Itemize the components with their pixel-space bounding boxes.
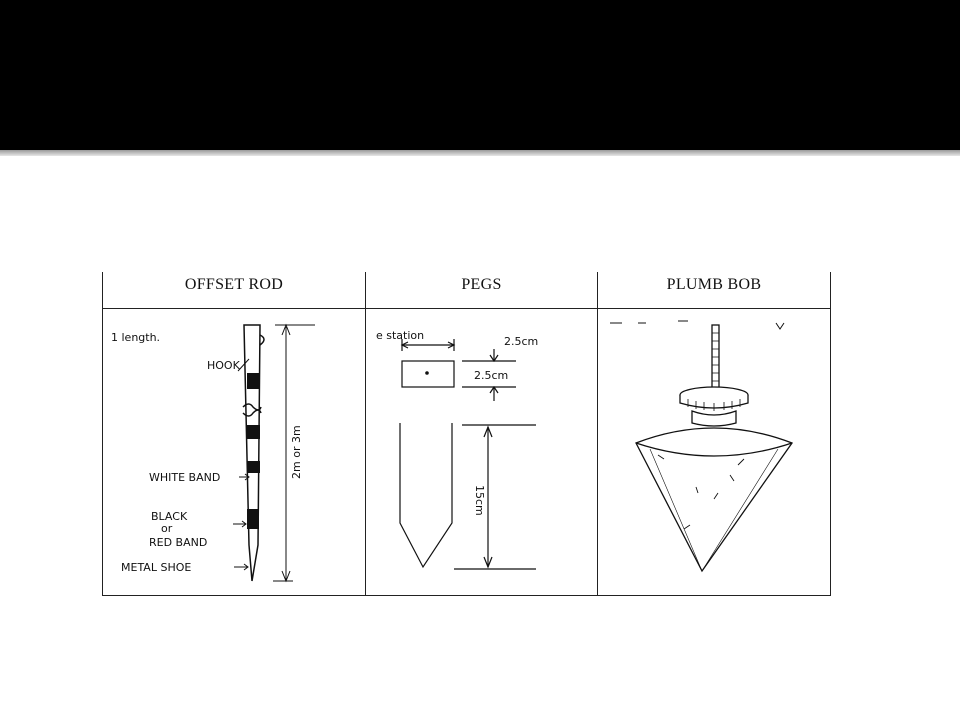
rod-body — [242, 324, 265, 582]
plumb-bob-sketch — [610, 320, 794, 573]
pegs-header: PEGS — [461, 276, 502, 293]
metal-shoe-label: METAL SHOE — [121, 561, 191, 574]
red-band-label: RED BAND — [149, 536, 207, 549]
pegs-column: PEGS e station 2.5cm 2.5cm — [366, 272, 598, 595]
table-header-row — [103, 272, 830, 309]
peg-width-label: 2.5cm — [504, 335, 538, 348]
peg-top-view — [400, 339, 516, 401]
offset-rod-column: OFFSET ROD 1 length. — [103, 272, 366, 595]
or-label: or — [161, 522, 173, 535]
rod-annotations — [233, 323, 315, 583]
peg-side-view — [399, 423, 536, 570]
title-bar — [0, 0, 960, 150]
black-label: BLACK — [151, 510, 188, 523]
pegs-sketch: e station 2.5cm 2.5cm — [376, 329, 538, 570]
pegs-note: e station — [376, 329, 424, 342]
hook-label: HOOK — [207, 359, 241, 372]
peg-length-label: 15cm — [473, 485, 486, 516]
plumb-bob-header: PLUMB BOB — [666, 276, 762, 293]
title-divider — [0, 150, 960, 156]
offset-rod-sketch: 1 length. — [111, 323, 315, 583]
surveying-tools-figure: OFFSET ROD 1 length. — [102, 272, 831, 596]
plumb-bob-column: PLUMB BOB — [598, 272, 830, 595]
peg-depth-label: 2.5cm — [474, 369, 508, 382]
white-band-label: WHITE BAND — [149, 471, 220, 484]
offset-rod-note: 1 length. — [111, 331, 160, 344]
offset-rod-header: OFFSET ROD — [184, 276, 284, 293]
rod-height-label: 2m or 3m — [290, 425, 303, 479]
